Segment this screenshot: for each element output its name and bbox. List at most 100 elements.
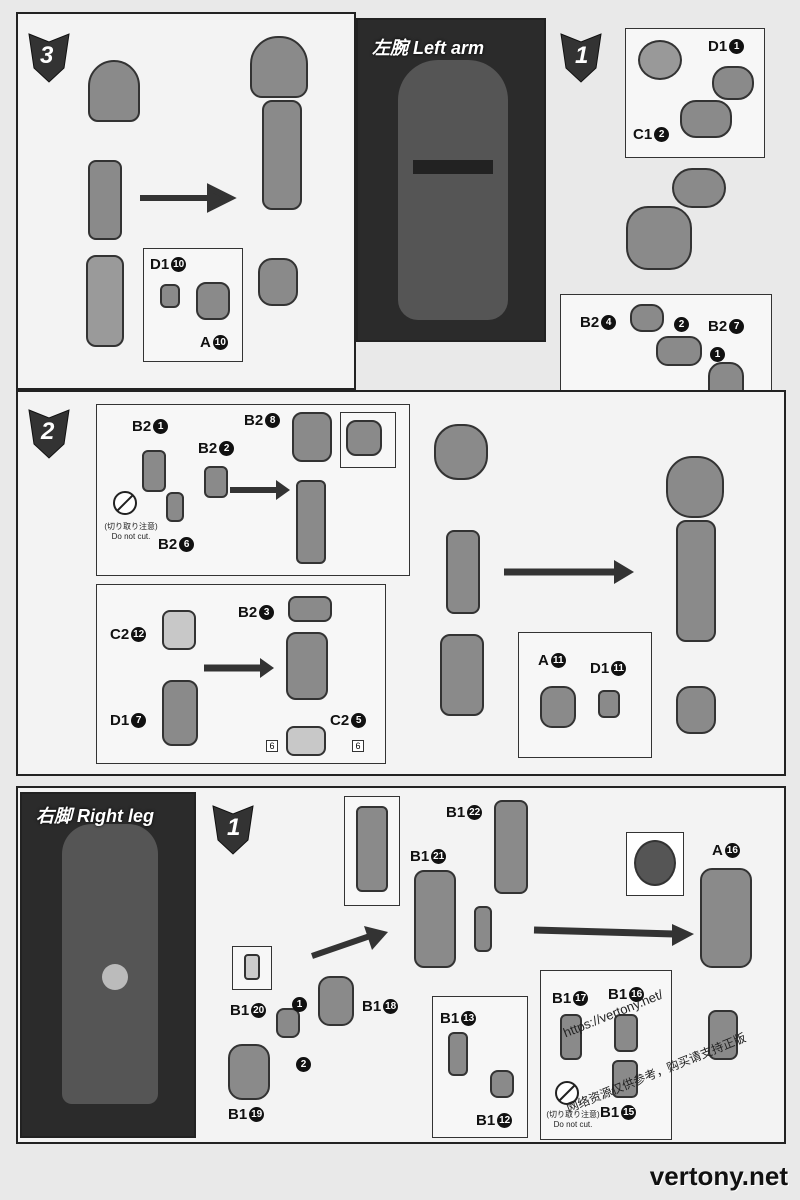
cut-warning-icon	[113, 491, 137, 515]
c2-12-part	[162, 610, 196, 650]
leg-arrow-left	[311, 926, 388, 959]
left-arm-title: 左腕 Left arm	[372, 38, 485, 58]
shin-detail-part	[634, 840, 676, 886]
shoulder-cover	[672, 168, 726, 208]
d1-1-part	[712, 66, 754, 100]
b1-19-part	[228, 1044, 270, 1100]
elbow-assembly	[296, 480, 326, 564]
b1-15-part	[612, 1060, 638, 1098]
b2-7-part	[656, 336, 702, 366]
d1-11-part	[598, 690, 620, 718]
step2-hand-subbox	[518, 632, 652, 758]
b2-6-part	[166, 492, 184, 522]
assembled-shoulder	[250, 36, 308, 98]
leg-do-not-cut-note: (切り取り注意)Do not cut.	[546, 1110, 600, 1129]
c2-5-part	[286, 726, 326, 756]
b1-13-part	[448, 1032, 468, 1076]
b2-8-part	[292, 412, 332, 462]
leg-order-1: 1	[290, 996, 307, 1013]
b1-21-part	[414, 870, 456, 968]
b1-16-part	[614, 1014, 638, 1052]
left-arm-photo	[356, 18, 546, 342]
d1-10-part	[160, 284, 180, 308]
step-badge-2: 2	[26, 404, 72, 460]
mid-forearm	[440, 634, 484, 716]
knee-joint	[474, 906, 492, 952]
d1-7-part	[162, 680, 198, 746]
gate-number-left: 6	[266, 740, 278, 752]
b1-22-part	[494, 800, 528, 894]
b2-4-part	[630, 304, 664, 332]
step-badge-1b: 1	[210, 800, 256, 856]
step2-arrow-top	[230, 480, 290, 500]
upper-arm-part	[88, 160, 122, 240]
forearm-part	[86, 255, 124, 347]
b1-12-part	[490, 1070, 514, 1098]
step2-arrow-main	[504, 560, 634, 584]
b2-2-part	[204, 466, 228, 498]
right-leg-photo	[20, 792, 196, 1138]
b1-17-part	[560, 1014, 582, 1060]
shoulder-part	[88, 60, 140, 122]
thigh-detail-part	[356, 806, 388, 892]
leg-cut-warning-icon	[555, 1081, 579, 1105]
b2-8-detail-part	[346, 420, 382, 456]
hip-detail-part	[244, 954, 260, 980]
foot-part	[708, 1010, 738, 1060]
do-not-cut-note: (切り取り注意)Do not cut.	[104, 522, 158, 541]
hand-part	[258, 258, 298, 306]
order-mark-1: 1	[708, 346, 725, 363]
b2-1-part	[142, 450, 166, 492]
a11-part	[540, 686, 576, 728]
step2-arrow-inner	[204, 658, 274, 678]
b1-20-part	[276, 1008, 300, 1038]
a16-part	[700, 868, 752, 968]
footer-site: vertony.net	[649, 1161, 788, 1191]
wrist-part	[286, 632, 328, 700]
c1-2-part	[680, 100, 732, 138]
assembled-arm	[262, 100, 302, 210]
round-cap-part	[638, 40, 682, 80]
final-arm-body	[676, 520, 716, 642]
mid-shoulder	[434, 424, 488, 480]
right-leg-title: 右脚 Right leg	[36, 806, 154, 826]
step-badge-3: 3	[26, 28, 72, 84]
leg-order-2: 2	[294, 1056, 311, 1073]
order-mark-2: 2	[672, 316, 689, 333]
step2-subbox-bottom	[96, 584, 386, 764]
b2-3-part	[288, 596, 332, 622]
leg-arrow-right	[533, 924, 694, 946]
shoulder-joint	[626, 206, 692, 270]
step-badge-1a: 1	[558, 28, 604, 84]
gate-number-right: 6	[352, 740, 364, 752]
b1-18-part	[318, 976, 354, 1026]
mid-upper-arm	[446, 530, 480, 614]
final-hand	[676, 686, 716, 734]
